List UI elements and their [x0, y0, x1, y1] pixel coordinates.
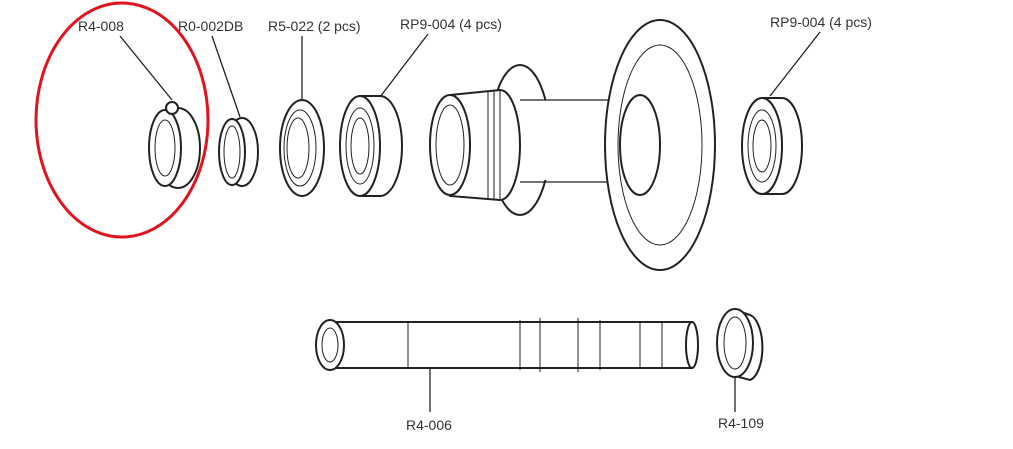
- part-axle: [315, 318, 699, 372]
- part-spacer: [218, 117, 259, 187]
- part-lockring: [148, 101, 201, 189]
- leader-lines: [119, 31, 821, 412]
- part-seal: [279, 99, 325, 197]
- label-r4-008: R4-008: [78, 18, 124, 34]
- label-rp9-004-right: RP9-004 (4 pcs): [770, 14, 872, 30]
- part-bearing-right: [741, 97, 803, 195]
- part-hub-body: [429, 19, 716, 271]
- highlight-circle: [34, 1, 210, 239]
- label-rp9-004-left: RP9-004 (4 pcs): [400, 16, 502, 32]
- label-r4-006: R4-006: [406, 417, 452, 433]
- label-r0-002db: R0-002DB: [178, 18, 243, 34]
- label-r4-109: R4-109: [718, 415, 764, 431]
- part-bearing-left: [339, 95, 403, 197]
- part-endcap: [716, 308, 764, 382]
- label-r5-022: R5-022 (2 pcs): [268, 18, 361, 34]
